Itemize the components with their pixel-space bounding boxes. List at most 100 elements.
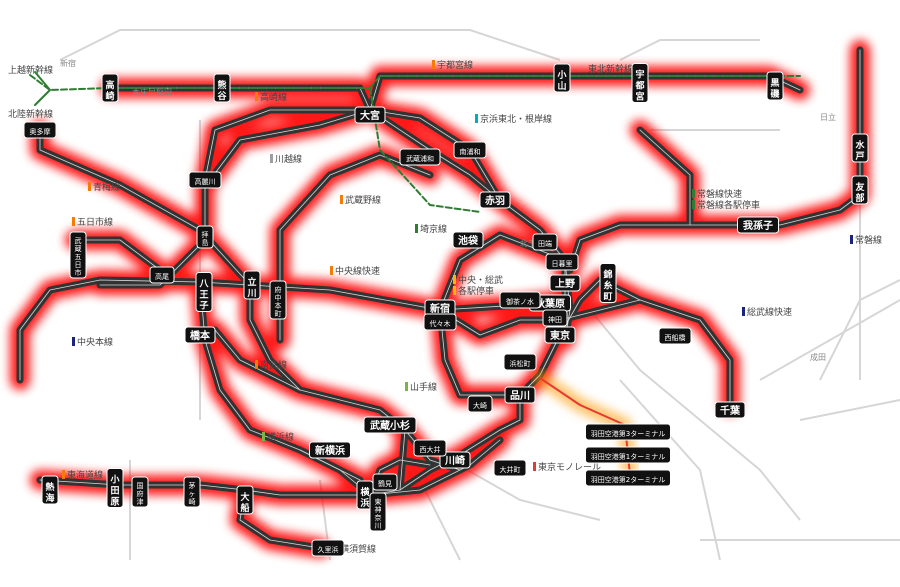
station-major[interactable]: 錦糸町 (599, 263, 617, 303)
station-monorail[interactable]: 羽田空港第2ターミナル (585, 469, 671, 487)
station-minor[interactable]: 茅ヶ崎 (183, 476, 201, 508)
line-color-swatch (405, 382, 408, 391)
station-minor[interactable]: 南浦和 (453, 141, 487, 159)
station-name: 武 (75, 236, 82, 245)
station-name: 高尾 (155, 272, 169, 281)
line-label-text: 宇都宮線 (437, 59, 473, 71)
station-minor[interactable]: 御茶ノ水 (499, 291, 541, 309)
station-box (585, 446, 671, 464)
station-name: 武蔵浦和 (406, 154, 434, 163)
station-minor[interactable]: 大崎 (467, 395, 493, 413)
station-major[interactable]: 上野 (549, 274, 581, 292)
line-color-swatch (453, 275, 456, 284)
station-major[interactable]: 川崎 (439, 451, 471, 469)
station-minor[interactable]: 高麗川 (188, 171, 222, 189)
station-name: 子 (199, 301, 208, 312)
station-major[interactable]: 千葉 (714, 401, 746, 419)
station-major[interactable]: 新宿 (424, 299, 456, 317)
station-box (188, 171, 222, 189)
station-name: 武蔵小杉 (370, 419, 410, 432)
station-name: 津 (137, 498, 144, 506)
station-major[interactable]: 小山 (553, 63, 571, 93)
station-minor[interactable]: 浜松町 (503, 353, 537, 371)
route-glow (10, 40, 870, 558)
station-minor[interactable]: 高尾 (149, 266, 175, 284)
station-major[interactable]: 熱海 (41, 475, 59, 505)
station-minor[interactable]: 田端 (532, 233, 558, 251)
station-major[interactable]: 高崎 (101, 73, 119, 103)
station-minor[interactable]: 西船橋 (658, 327, 692, 345)
line-color-swatch (340, 195, 343, 204)
station-box (766, 71, 784, 101)
station-name: 東 (375, 497, 382, 506)
station-name: 川崎 (444, 454, 465, 467)
station-minor[interactable]: 西大井 (413, 439, 447, 457)
station-monorail[interactable]: 羽田空港第3ターミナル (585, 423, 671, 441)
station-minor[interactable]: 奥多摩 (23, 121, 57, 139)
station-name: 熱 (45, 481, 54, 493)
station-monorail[interactable]: 羽田空港第1ターミナル (585, 446, 671, 464)
station-major[interactable]: 東京 (544, 326, 576, 344)
station-box (851, 175, 869, 205)
station-box (493, 459, 527, 477)
station-name: 海 (45, 492, 54, 504)
station-name: 川 (246, 288, 256, 299)
line-color-swatch (742, 307, 745, 316)
station-name: 谷 (217, 90, 227, 102)
station-name: 浜 (360, 497, 369, 509)
station-major[interactable]: 八王子 (195, 272, 213, 312)
station-name: 八 (198, 279, 209, 290)
route-glow-1 (360, 66, 810, 120)
station-major[interactable]: 熊谷 (213, 73, 231, 103)
station-major[interactable]: 友部 (851, 175, 869, 205)
station-major[interactable]: 橋本 (184, 326, 216, 344)
station-major[interactable]: 宇都宮 (631, 63, 649, 103)
station-major[interactable]: 池袋 (452, 231, 484, 249)
line-color-swatch (692, 189, 695, 198)
station-minor[interactable]: 日暮里 (545, 253, 579, 271)
station-minor[interactable]: 鶴見 (372, 473, 398, 491)
station-major[interactable]: 立川 (243, 270, 261, 300)
station-major[interactable]: 黒磯 (766, 71, 784, 101)
station-major[interactable]: 小田原 (106, 468, 124, 508)
station-box (585, 469, 671, 487)
station-major[interactable]: 大宮 (354, 106, 386, 124)
station-name: 部 (855, 192, 864, 204)
station-minor[interactable]: 神田 (542, 309, 568, 327)
station-major[interactable]: 水戸 (851, 133, 869, 163)
station-major[interactable]: 大船 (236, 485, 254, 515)
line-label: 総武線快速 (742, 306, 792, 318)
station-box (504, 386, 536, 404)
station-name: 奥多摩 (30, 127, 51, 136)
station-minor[interactable]: 武蔵浦和 (399, 148, 441, 166)
station-major[interactable]: 我孫子 (737, 216, 779, 234)
station-name: 浜松町 (510, 359, 531, 368)
line-label-text: 常磐線各駅停車 (697, 199, 760, 211)
station-major[interactable]: 新横浜 (309, 441, 351, 459)
station-minor[interactable]: 大井町 (493, 459, 527, 477)
station-major[interactable]: 赤羽 (479, 191, 511, 209)
station-major[interactable]: 品川 (504, 386, 536, 404)
station-box (106, 468, 124, 508)
station-box (599, 263, 617, 303)
station-name: 船 (240, 502, 249, 514)
station-box (503, 353, 537, 371)
line-label-text: 横須賀線 (340, 543, 376, 555)
station-name: 本 (275, 301, 282, 310)
line-color-swatch (850, 235, 853, 244)
route-track-8 (16, 276, 444, 384)
other-line-label: 本庄早稲田 (132, 87, 172, 97)
line-label: 各駅停車 (453, 285, 494, 297)
station-minor[interactable]: 拝島 (196, 225, 214, 249)
station-major[interactable]: 武蔵小杉 (363, 416, 417, 434)
station-minor[interactable]: 代々木 (423, 313, 457, 331)
station-name: 羽田空港第3ターミナル (591, 429, 665, 438)
other-line-label: 成田 (810, 352, 826, 362)
station-minor[interactable]: 国府津 (131, 476, 149, 508)
station-minor[interactable]: 久里浜 (311, 539, 345, 557)
station-name: 府 (275, 285, 282, 294)
line-label-text: 京浜東北・根岸線 (480, 113, 552, 125)
